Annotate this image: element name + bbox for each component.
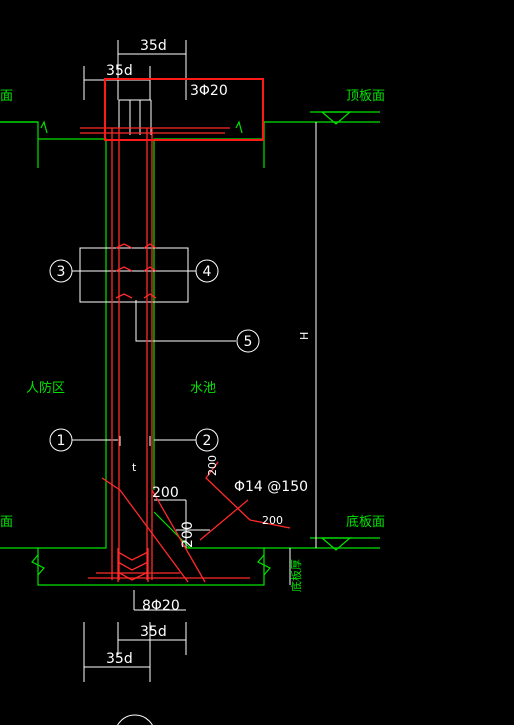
bottom-surface-label: 底板面: [346, 514, 385, 530]
top-surface-left-label: 面: [0, 89, 13, 104]
svg-text:1: 1: [57, 433, 66, 449]
dim-top-outer: 35d: [140, 38, 167, 54]
svg-text:4: 4: [203, 264, 212, 280]
callout-5: 5: [236, 329, 260, 353]
concrete-outline: [0, 111, 380, 586]
dim-bottom-outer: 35d: [106, 651, 133, 667]
dim-height: H: [298, 332, 311, 340]
partial-circle: [117, 714, 153, 725]
right-zone-label: 水池: [190, 381, 216, 396]
svg-text:2: 2: [203, 433, 212, 449]
left-zone-label: 人防区: [26, 380, 65, 396]
rebar-bottom-label: 8Φ20: [142, 598, 180, 614]
dimension-lines: [72, 40, 317, 682]
dim-thickness: t: [132, 461, 137, 474]
bottom-surface-left-label: 面: [0, 515, 13, 530]
dim-bottom-inner: 35d: [140, 624, 167, 640]
callout-1: 1: [49, 428, 73, 452]
dim-side-haunch-h: 200: [262, 514, 283, 527]
rebar-haunch-label: Φ14 @150: [234, 479, 308, 495]
rebar-top-label: 3Φ20: [190, 83, 228, 99]
callout-2: 2: [195, 428, 219, 452]
dim-haunch-h: 200: [152, 485, 179, 501]
dim-haunch-v: 200: [180, 521, 196, 548]
svg-text:3: 3: [57, 264, 66, 280]
dim-top-inner: 35d: [106, 63, 133, 79]
svg-text:5: 5: [244, 334, 253, 350]
callout-3: 3: [49, 259, 73, 283]
top-surface-label: 顶板面: [346, 89, 385, 104]
highlight-box: [104, 78, 264, 141]
callout-4: 4: [195, 259, 219, 283]
dim-side-haunch-v: 200: [206, 455, 219, 476]
rebar: [80, 127, 291, 583]
bottom-slab-thickness-label: 底板厚: [289, 559, 303, 592]
